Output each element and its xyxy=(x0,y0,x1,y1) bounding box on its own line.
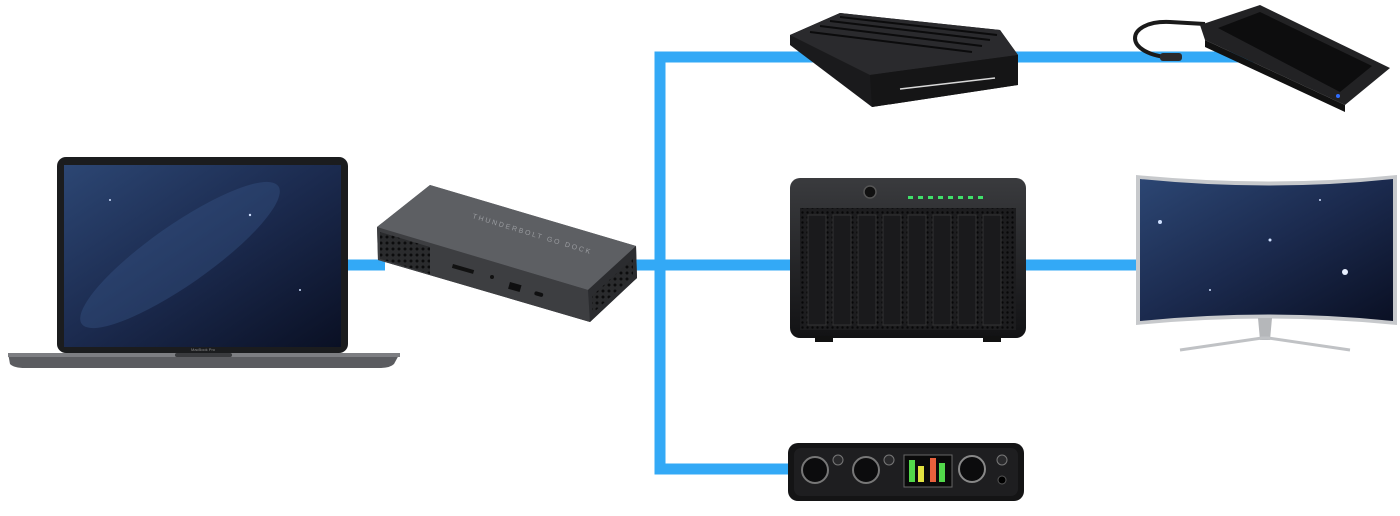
raid-storage-icon xyxy=(790,178,1026,342)
curved-monitor-icon xyxy=(1136,175,1397,352)
audio-interface-icon xyxy=(788,443,1024,501)
link-dock-audio-interface xyxy=(654,265,795,475)
thunderbolt-dock-icon: THUNDERBOLT GO DOCK xyxy=(377,185,637,322)
laptop-label: MacBook Pro xyxy=(191,347,216,352)
link-dock-ssd-enclosure xyxy=(630,51,820,271)
connection-lines xyxy=(340,51,1255,475)
portable-ssd-icon xyxy=(1133,5,1390,112)
laptop-icon: MacBook Pro xyxy=(8,157,400,368)
external-ssd-enclosure-icon xyxy=(790,13,1018,107)
